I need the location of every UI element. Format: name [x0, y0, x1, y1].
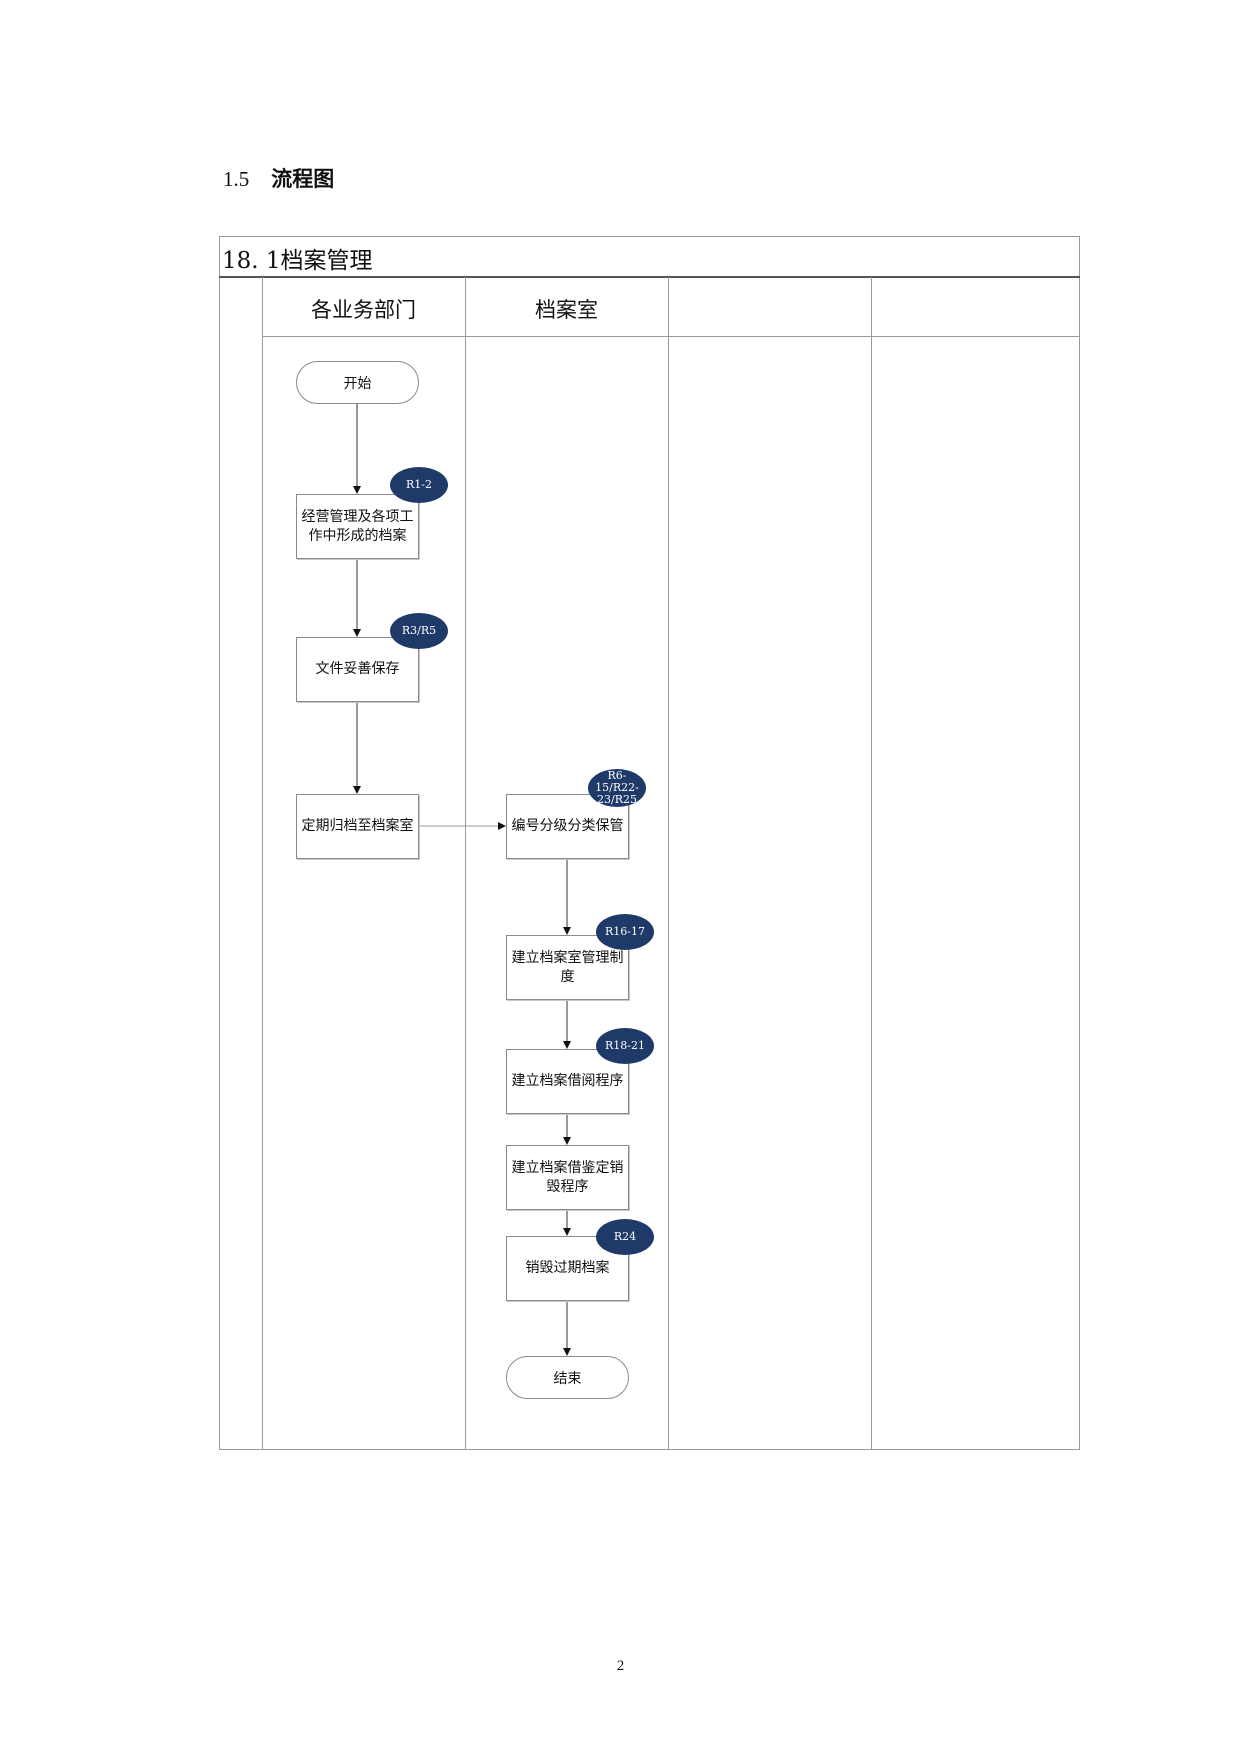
badge-r6-15: R6-15/R22-23/R25	[588, 769, 646, 807]
node-periodic-archive: 定期归档至档案室	[296, 794, 419, 859]
title-divider	[219, 276, 1080, 278]
badge-r1-2: R1-2	[390, 467, 448, 503]
node-build-appraise: 建立档案借鉴定销毁程序	[506, 1145, 629, 1210]
start-terminal: 开始	[296, 361, 419, 404]
flowchart-frame	[219, 236, 1080, 1450]
end-terminal: 结束	[506, 1356, 629, 1399]
lane-label-departments: 各业务部门	[311, 298, 416, 322]
node-form-archive: 经营管理及各项工作中形成的档案	[296, 494, 419, 559]
badge-r3-r5: R3/R5	[390, 613, 448, 649]
flowchart-title: 18. 1档案管理	[222, 248, 373, 274]
node-keep-files: 文件妥善保存	[296, 637, 419, 702]
badge-r16-17: R16-17	[596, 914, 654, 950]
section-heading: 1.5 流程图	[223, 163, 334, 193]
badge-r18-21: R18-21	[596, 1028, 654, 1064]
lane-divider-0	[262, 277, 263, 1450]
page-number: 2	[616, 1658, 625, 1674]
badge-r24: R24	[596, 1219, 654, 1255]
lane-divider-2	[668, 277, 669, 1450]
lane-label-archive-room: 档案室	[535, 298, 598, 322]
lane-divider-3	[871, 277, 872, 1450]
header-divider	[262, 336, 1080, 337]
section-number: 1.5	[223, 167, 250, 191]
lane-divider-1	[465, 277, 466, 1450]
section-title: 流程图	[271, 167, 335, 191]
